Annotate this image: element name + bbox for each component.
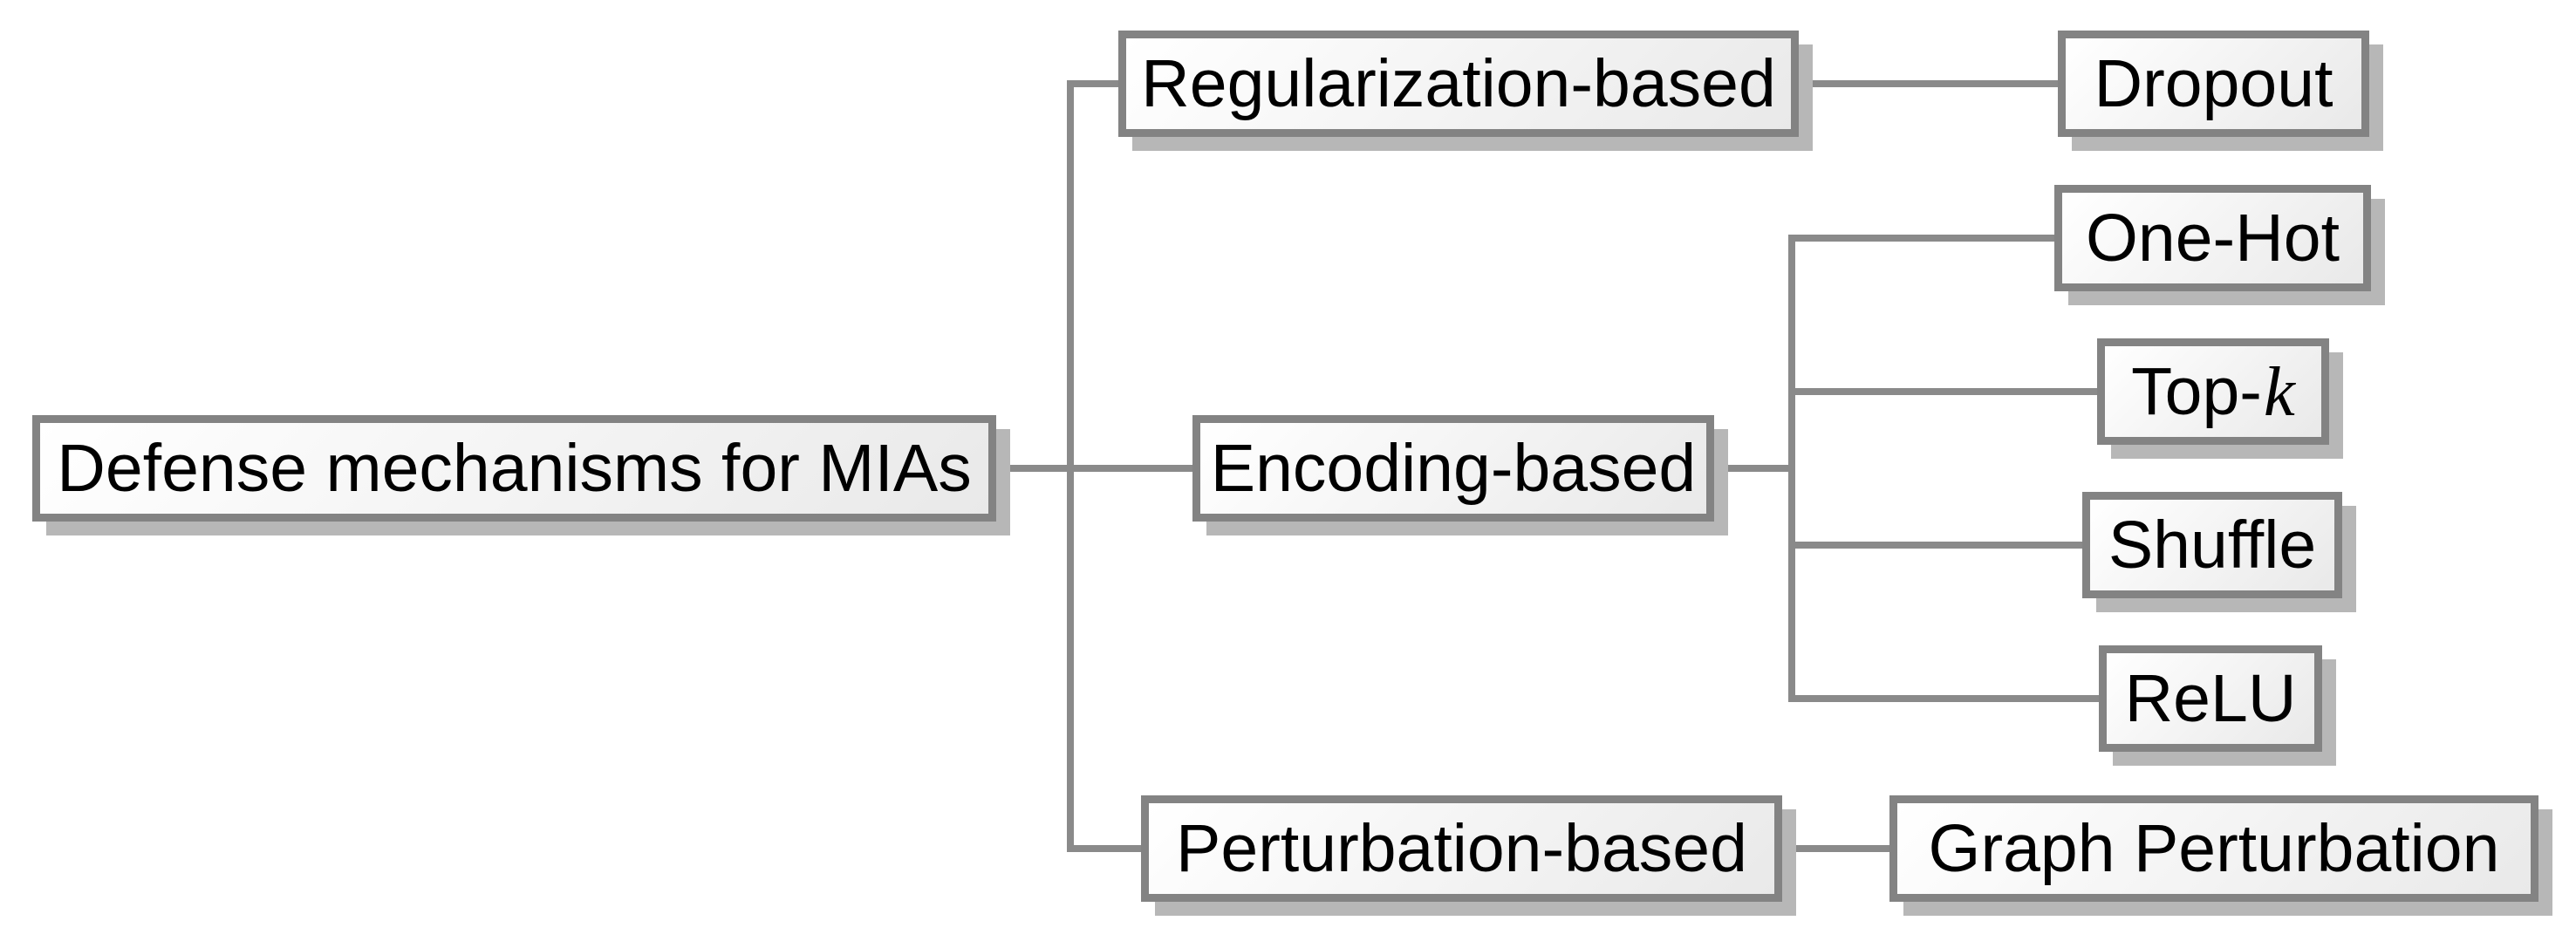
node-root: Defense mechanisms for MIAs: [32, 415, 996, 522]
node-encoding-based: Encoding-based: [1192, 415, 1714, 522]
node-perturbation-based-label: Perturbation-based: [1176, 810, 1747, 886]
node-one-hot: One-Hot: [2054, 185, 2371, 291]
node-root-label: Defense mechanisms for MIAs: [57, 430, 972, 506]
node-regularization-based-label: Regularization-based: [1141, 45, 1776, 121]
node-relu: ReLU: [2099, 645, 2322, 752]
node-top-k-label-math-k: k: [2263, 351, 2295, 431]
node-graph-perturbation-label: Graph Perturbation: [1928, 810, 2500, 886]
node-encoding-based-label: Encoding-based: [1210, 430, 1697, 506]
node-shuffle: Shuffle: [2082, 492, 2342, 598]
node-top-k-label-prefix: Top-: [2131, 353, 2262, 429]
node-dropout: Dropout: [2058, 31, 2369, 137]
node-perturbation-based: Perturbation-based: [1141, 795, 1782, 902]
node-graph-perturbation: Graph Perturbation: [1889, 795, 2538, 902]
node-one-hot-label: One-Hot: [2085, 200, 2340, 276]
node-relu-label: ReLU: [2124, 660, 2297, 736]
node-dropout-label: Dropout: [2094, 45, 2333, 121]
node-regularization-based: Regularization-based: [1118, 31, 1799, 137]
node-top-k: Top-k: [2097, 338, 2329, 445]
node-shuffle-label: Shuffle: [2108, 507, 2317, 583]
